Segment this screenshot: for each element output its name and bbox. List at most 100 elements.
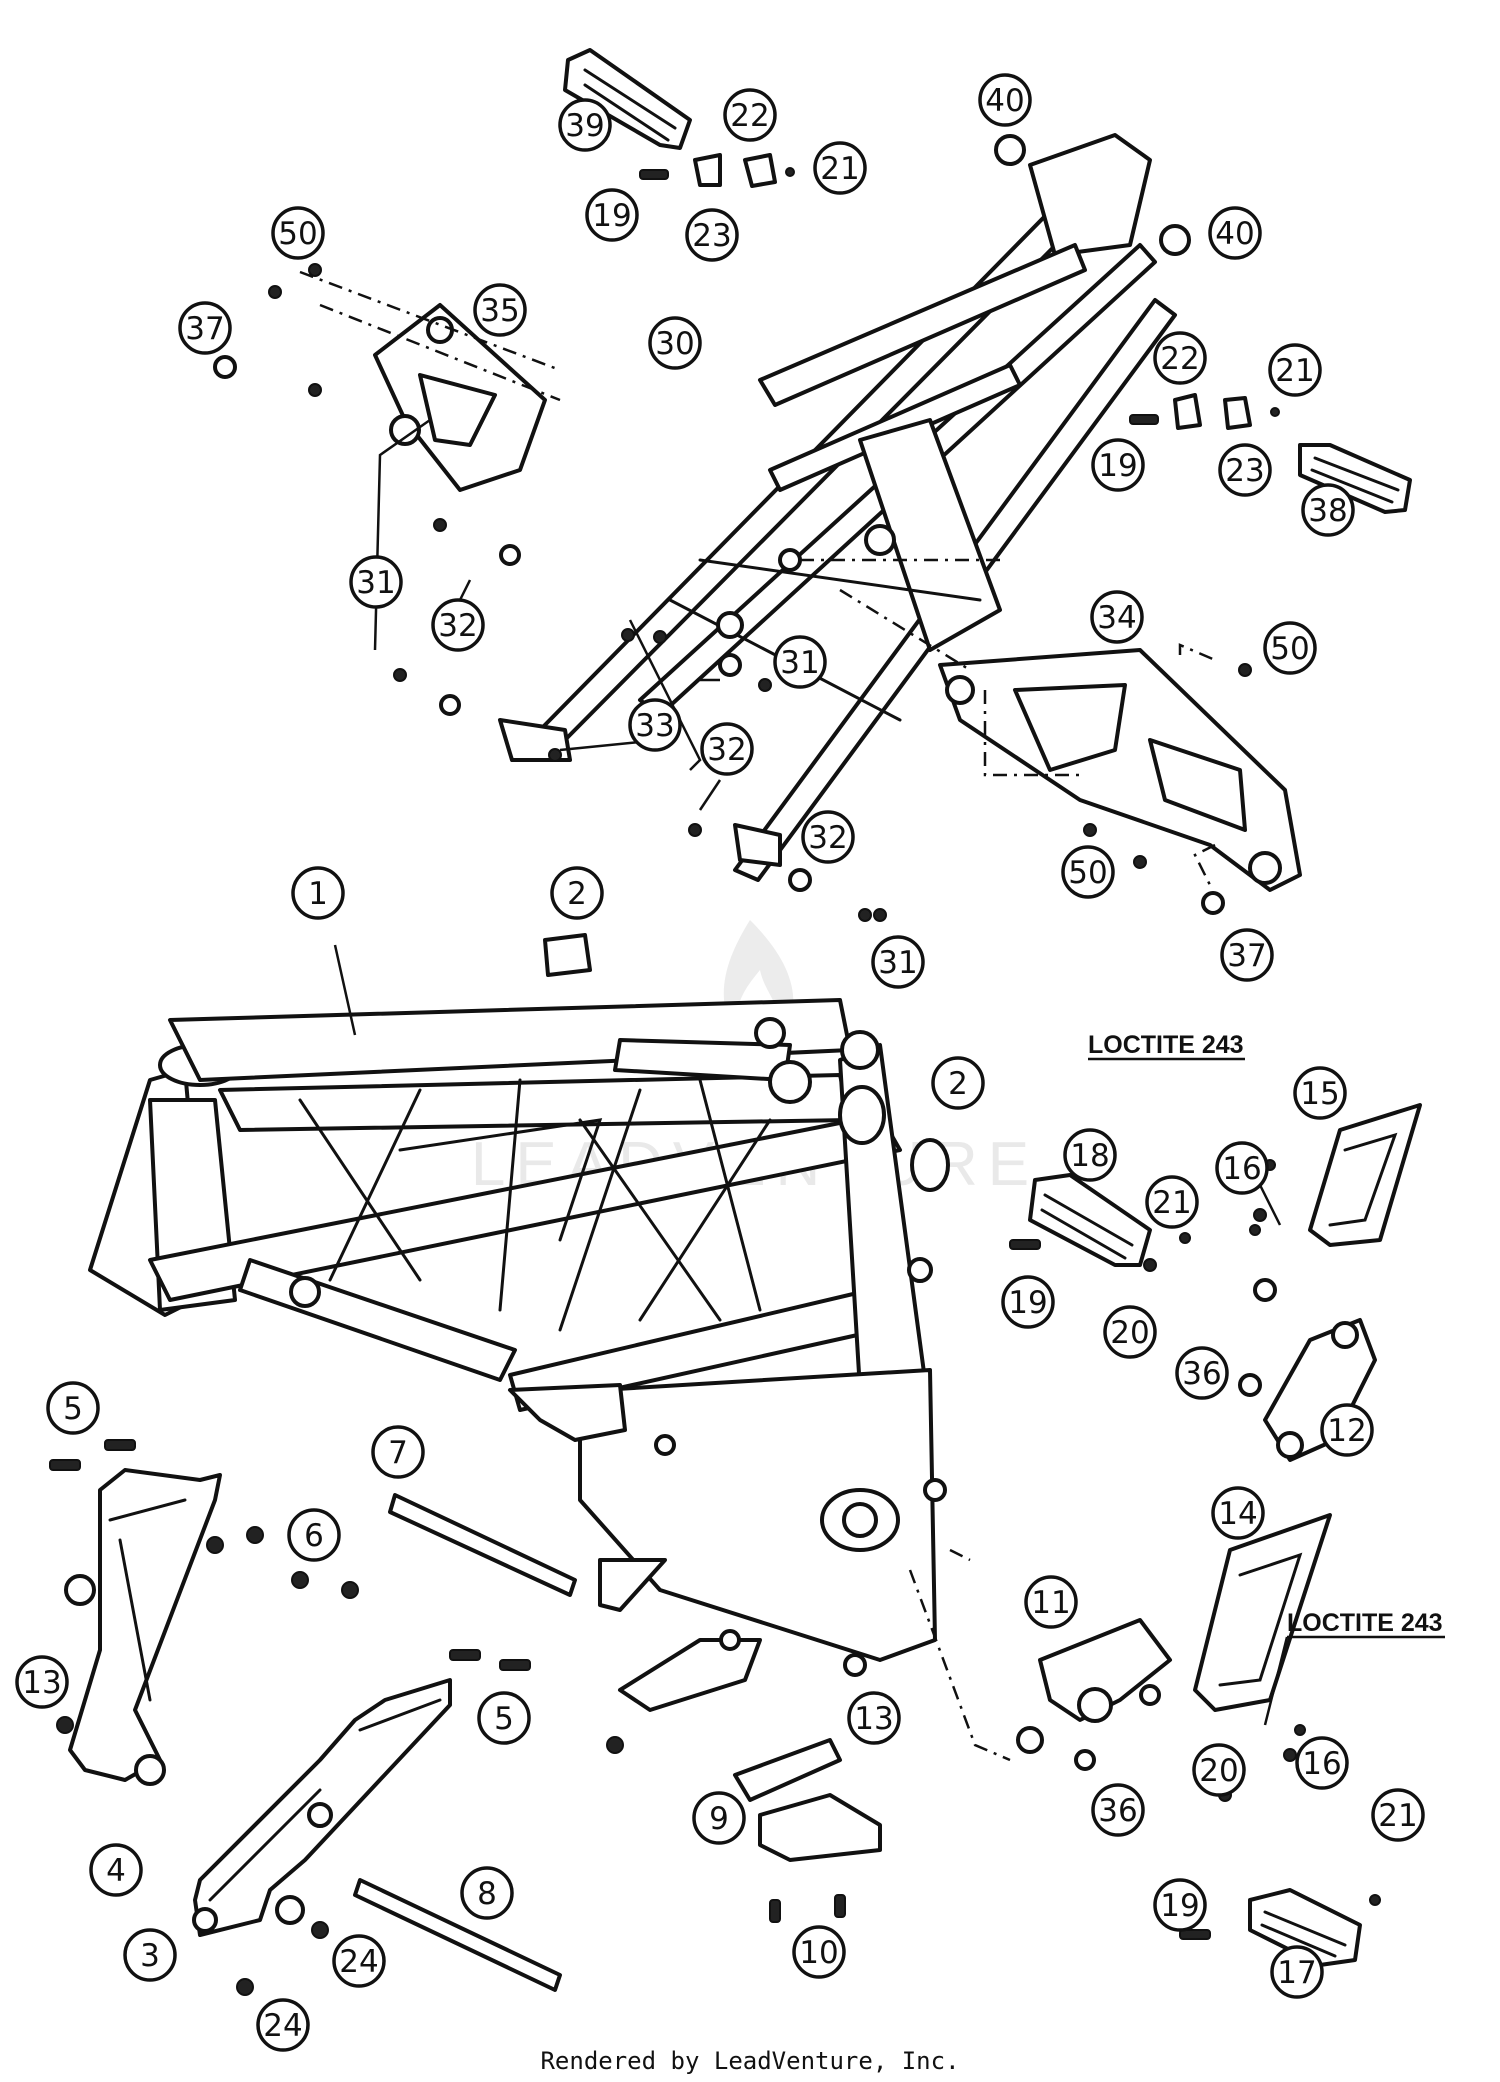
flame-logo-icon [723, 920, 794, 1045]
callout-circle [1218, 443, 1272, 497]
callout-circle [1320, 1403, 1374, 1457]
callout-circle [1153, 331, 1207, 385]
callout-50: 50 [1061, 845, 1115, 899]
callout-circle [1215, 1141, 1269, 1195]
callout-number: 32 [808, 820, 847, 856]
callout-circle [700, 722, 754, 776]
callout-circle [1091, 1783, 1145, 1837]
callout-circle [585, 188, 639, 242]
callout-number: 24 [263, 2008, 302, 2044]
rear-left-footpeg [563, 48, 692, 150]
callout-number: 13 [854, 1701, 893, 1737]
callout-circle [685, 208, 739, 262]
callout-number: 34 [1097, 600, 1136, 636]
callout-24: 24 [256, 1998, 310, 2052]
callout-13: 13 [15, 1655, 69, 1709]
callout-circle [813, 141, 867, 195]
callout-19: 19 [1001, 1275, 1055, 1329]
callout-circle [477, 1691, 531, 1745]
callout-circle [1063, 1128, 1117, 1182]
callout-19: 19 [1153, 1878, 1207, 1932]
engine-mount-plate-lower [192, 1678, 452, 1937]
callout-50: 50 [1263, 621, 1317, 675]
callout-number: 17 [1277, 1955, 1316, 1991]
callout-5: 5 [477, 1691, 531, 1745]
callout-circle [723, 88, 777, 142]
callout-24: 24 [332, 1934, 386, 1988]
loctite-label-bottom: LOCTITE 243 [1287, 1609, 1443, 1637]
callout-number: 3 [140, 1938, 160, 1974]
callout-18: 18 [1063, 1128, 1117, 1182]
callout-circle [349, 555, 403, 609]
callout-8: 8 [460, 1866, 514, 1920]
callout-number: 36 [1182, 1356, 1221, 1392]
callout-circle [178, 301, 232, 355]
callout-number: 18 [1070, 1138, 1109, 1174]
callout-number: 9 [709, 1801, 729, 1837]
callout-number: 16 [1302, 1746, 1341, 1782]
callout-circle [460, 1866, 514, 1920]
callout-number: 23 [692, 218, 731, 254]
callout-10: 10 [792, 1925, 846, 1979]
callout-circle [773, 635, 827, 689]
callout-number: 37 [185, 311, 224, 347]
callout-12: 12 [1320, 1403, 1374, 1457]
callout-circle [550, 866, 604, 920]
callout-number: 38 [1308, 493, 1347, 529]
callout-number: 19 [592, 198, 631, 234]
callout-32: 32 [431, 598, 485, 652]
callout-2: 2 [550, 866, 604, 920]
callout-circle [271, 206, 325, 260]
callout-23: 23 [685, 208, 739, 262]
callout-20: 20 [1192, 1743, 1246, 1797]
callout-32: 32 [700, 722, 754, 776]
main-frame [88, 998, 947, 1802]
callout-number: 7 [388, 1435, 408, 1471]
callout-circle [1001, 1275, 1055, 1329]
bushing-top [543, 933, 592, 977]
callout-number: 19 [1098, 448, 1137, 484]
callout-number: 12 [1327, 1413, 1366, 1449]
callout-16: 16 [1215, 1141, 1269, 1195]
callout-34: 34 [1090, 590, 1144, 644]
rear-right-footpeg [1298, 443, 1412, 514]
bushing-right [910, 1138, 950, 1192]
callout-2: 2 [931, 1056, 985, 1110]
front-left-heel-guard [1193, 1513, 1332, 1712]
callout-number: 30 [655, 326, 694, 362]
callout-circle [1145, 1175, 1199, 1229]
callout-number: 21 [1275, 353, 1314, 389]
callout-number: 21 [820, 151, 859, 187]
callout-circle [692, 1791, 746, 1845]
callout-9: 9 [692, 1791, 746, 1845]
callout-31: 31 [871, 935, 925, 989]
rear-right-footpeg-bracket [938, 648, 1302, 892]
callout-22: 22 [723, 88, 777, 142]
callout-17: 17 [1270, 1945, 1324, 1999]
callout-7: 7 [371, 1425, 425, 1479]
callout-circle [287, 1508, 341, 1562]
callout-circle [1220, 928, 1274, 982]
callout-14: 14 [1211, 1486, 1265, 1540]
callout-circle [801, 810, 855, 864]
callout-50: 50 [271, 206, 325, 260]
callout-circle [473, 283, 527, 337]
callout-number: 22 [730, 98, 769, 134]
loctite-label-top: LOCTITE 243 [1088, 1031, 1244, 1059]
callout-circle [371, 1425, 425, 1479]
callout-circle [871, 935, 925, 989]
callout-40: 40 [978, 73, 1032, 127]
callout-circle [89, 1843, 143, 1897]
callout-circle [1061, 845, 1115, 899]
callout-number: 22 [1160, 341, 1199, 377]
callout-32: 32 [801, 810, 855, 864]
callout-circle [1211, 1486, 1265, 1540]
callout-number: 40 [1215, 216, 1254, 252]
callout-circle [1263, 621, 1317, 675]
callout-circle [1103, 1305, 1157, 1359]
callout-circle [123, 1928, 177, 1982]
callout-31: 31 [349, 555, 403, 609]
callout-19: 19 [1091, 438, 1145, 492]
callout-circle [1024, 1575, 1078, 1629]
callout-circle [332, 1934, 386, 1988]
